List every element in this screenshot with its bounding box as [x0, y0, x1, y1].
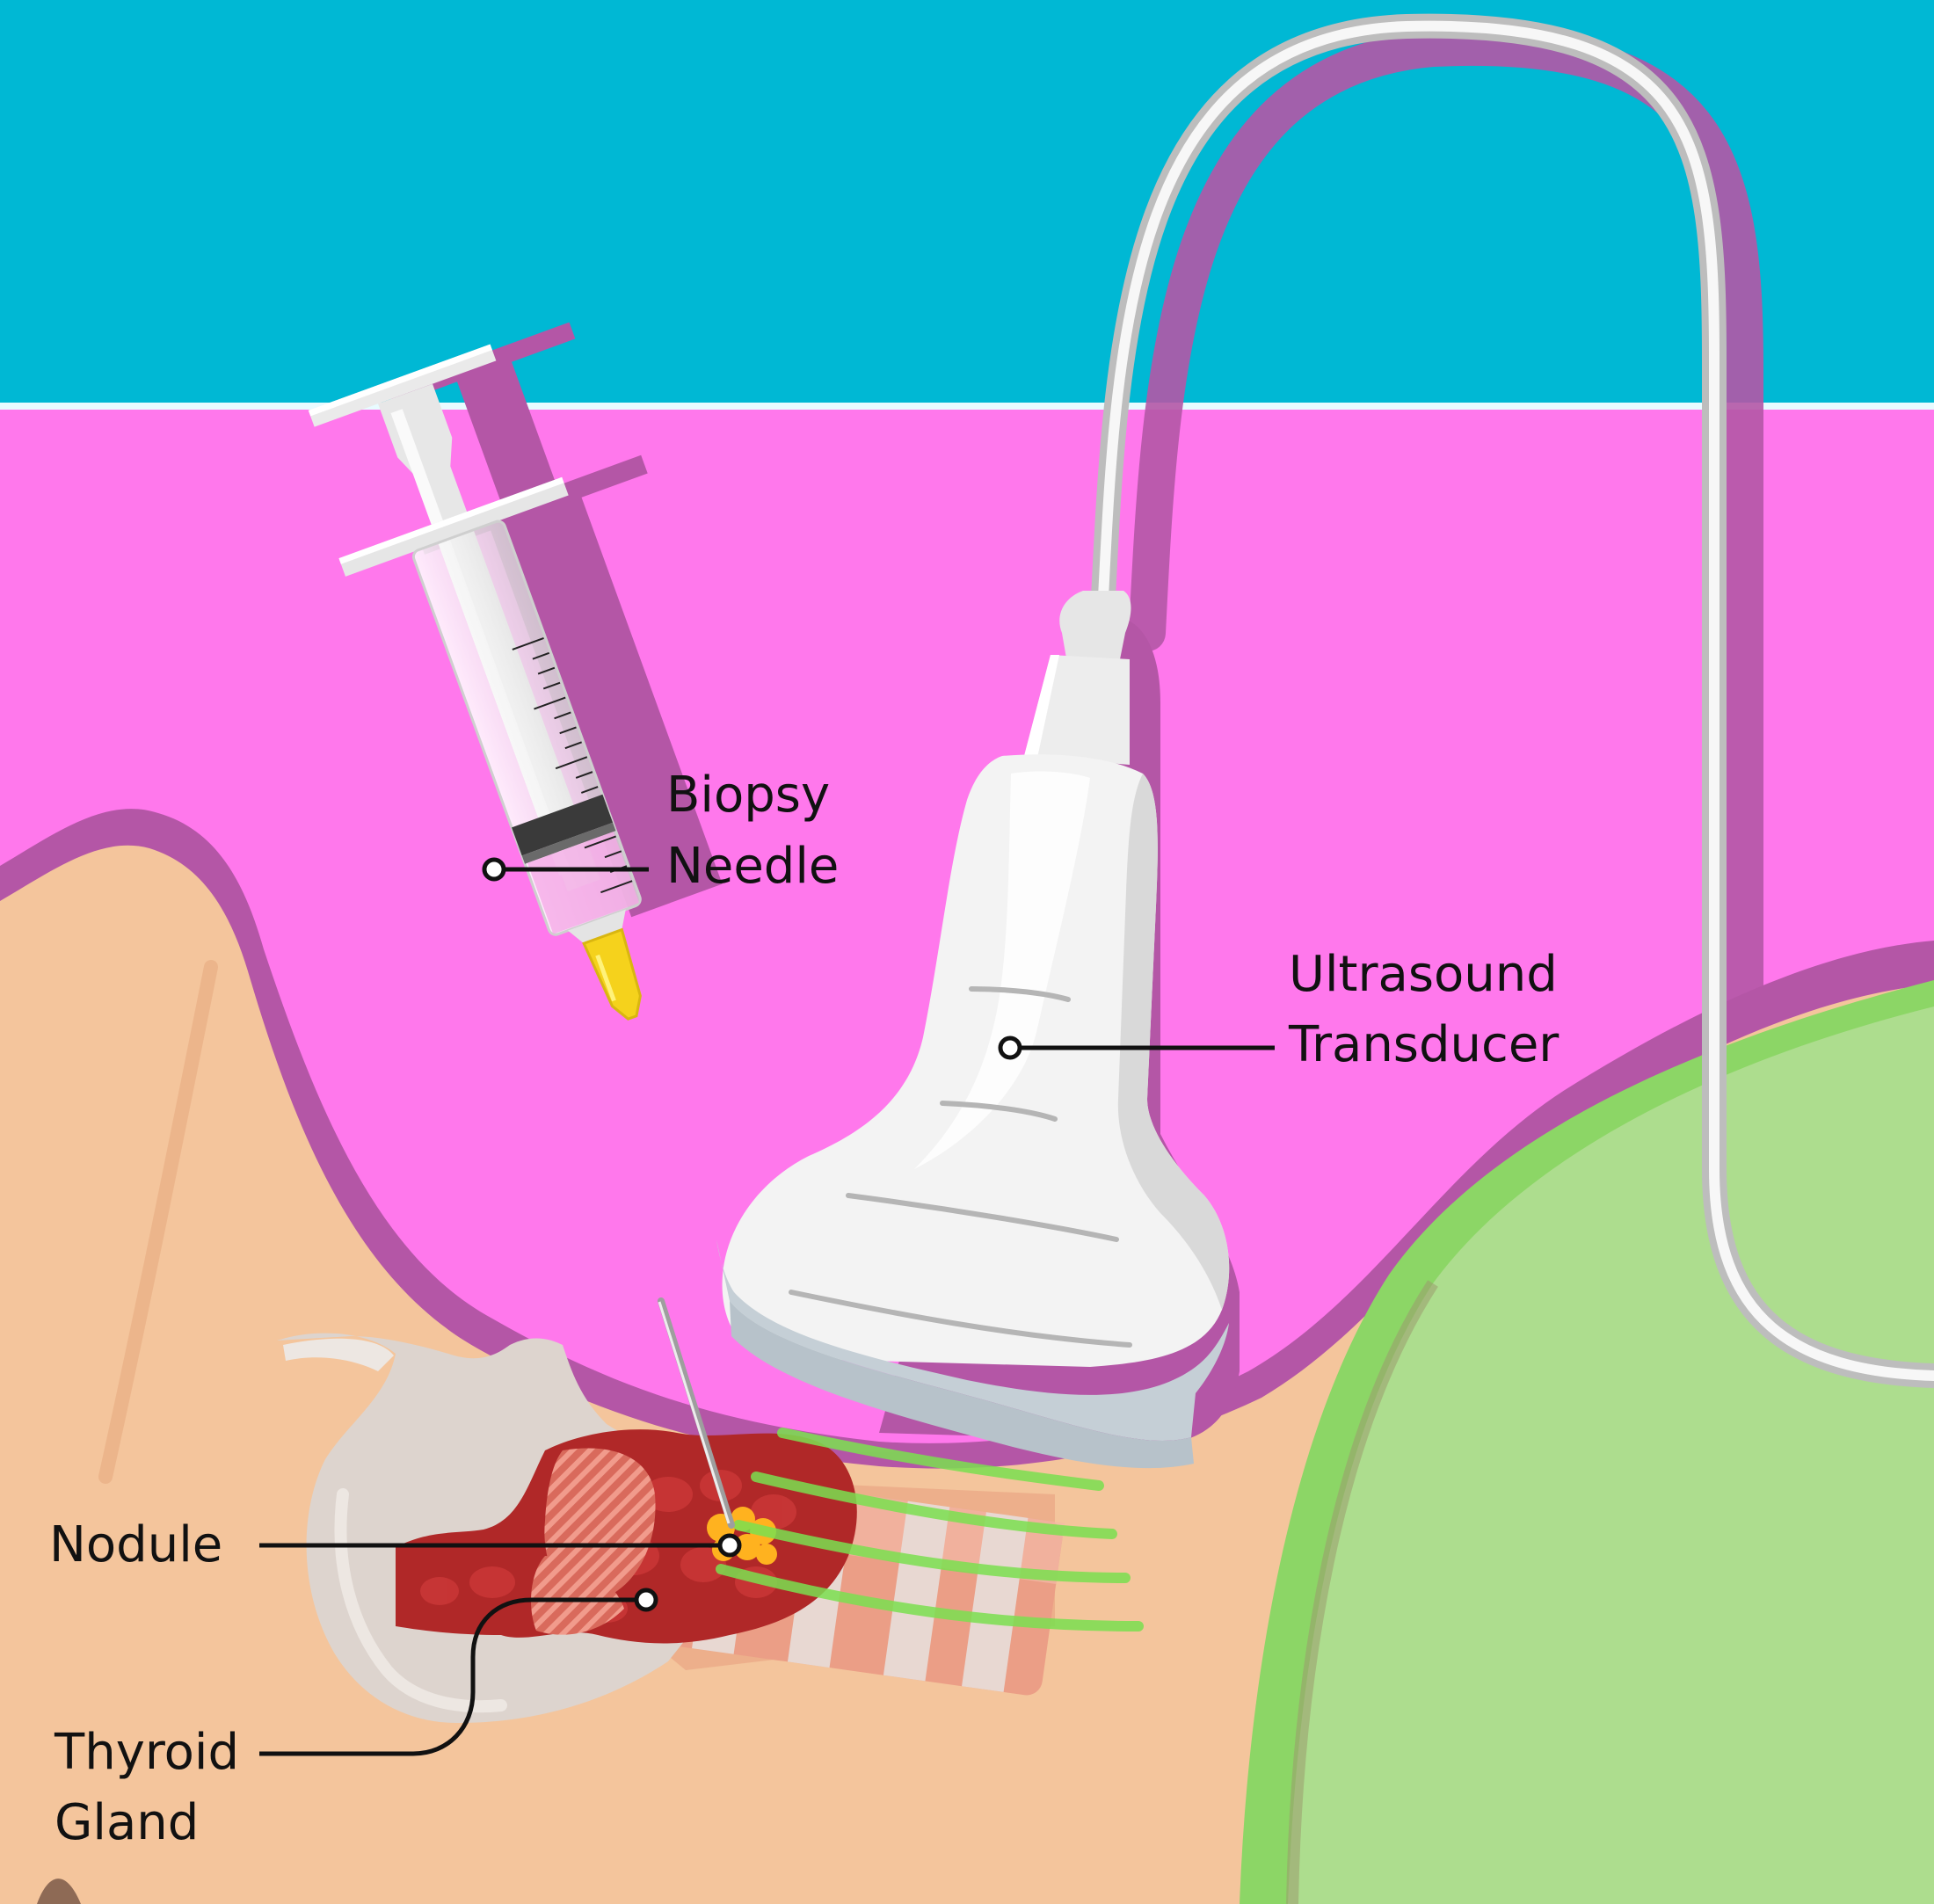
label-nodule: Nodule — [49, 1516, 222, 1573]
label-biopsy-needle-line2: Needle — [666, 838, 839, 895]
label-ultrasound-transducer-line2: Transducer — [1288, 1016, 1560, 1073]
separator-line — [0, 403, 1934, 410]
label-thyroid-gland-line1: Thyroid — [54, 1724, 239, 1781]
label-ultrasound-transducer-line1: Ultrasound — [1289, 946, 1558, 1003]
label-biopsy-needle-line1: Biopsy — [666, 767, 830, 824]
label-thyroid-gland-line2: Gland — [55, 1794, 199, 1851]
